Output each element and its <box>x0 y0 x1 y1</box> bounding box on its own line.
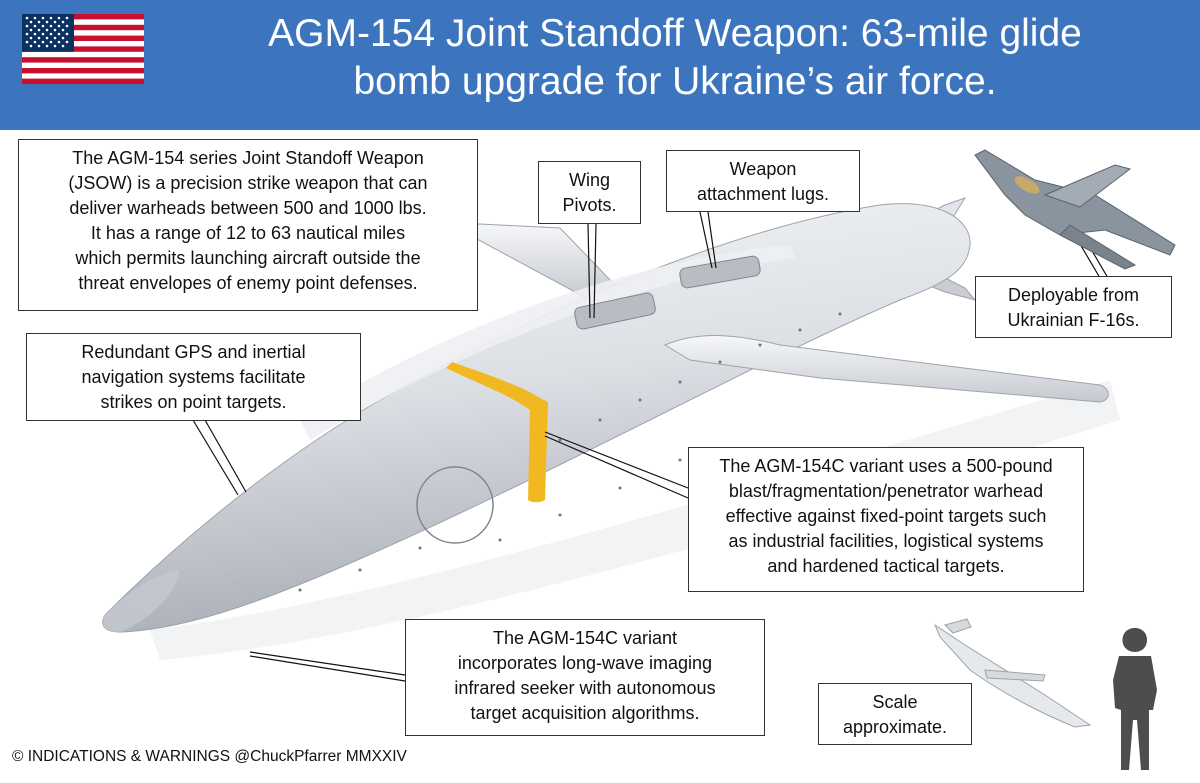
callout-line: It has a range of 12 to 63 nautical mile… <box>90 223 406 243</box>
callout-deployable: Deployable from Ukrainian F-16s. <box>975 276 1172 338</box>
title-line-1: AGM-154 Joint Standoff Weapon: 63-mile g… <box>268 12 1082 55</box>
callout-wing-pivots: Wing Pivots. <box>538 161 641 224</box>
copyright-footer: © INDICATIONS & WARNINGS @ChuckPfarrer M… <box>12 748 407 765</box>
callout-line: (JSOW) is a precision strike weapon that… <box>68 173 428 193</box>
callout-line: attachment lugs. <box>696 184 830 204</box>
callout-line: target acquisition algorithms. <box>470 703 700 723</box>
callout-line: Redundant GPS and inertial <box>81 342 306 362</box>
us-flag-icon <box>22 14 144 84</box>
page-title: AGM-154 Joint Standoff Weapon: 63-mile g… <box>160 10 1190 106</box>
callout-line: deliver warheads between 500 and 1000 lb… <box>69 198 427 218</box>
callout-line: Weapon <box>729 159 797 179</box>
callout-line: approximate. <box>842 717 948 737</box>
title-banner: AGM-154 Joint Standoff Weapon: 63-mile g… <box>0 0 1200 130</box>
title-line-2: bomb upgrade for Ukraine’s air force. <box>353 60 997 103</box>
callout-line: Wing <box>568 170 610 190</box>
yellow-band <box>446 362 548 503</box>
callout-line: The AGM-154C variant <box>492 628 678 648</box>
callout-line: Pivots. <box>562 195 617 215</box>
callout-line: and hardened tactical targets. <box>767 556 1005 576</box>
callout-line: navigation systems facilitate <box>81 367 306 387</box>
callout-line: effective against fixed-point targets su… <box>725 506 1047 526</box>
callout-line: The AGM-154 series Joint Standoff Weapon <box>72 148 424 168</box>
callout-line: Ukrainian F-16s. <box>1007 310 1140 330</box>
callout-line: Scale <box>872 692 918 712</box>
callout-seeker: The AGM-154C variant incorporates long-w… <box>405 619 765 736</box>
f16-jet-icon <box>974 149 1176 270</box>
callout-line: infrared seeker with autonomous <box>454 678 716 698</box>
callout-line: threat envelopes of enemy point defenses… <box>78 273 418 293</box>
callout-line: as industrial facilities, logistical sys… <box>728 531 1044 551</box>
callout-navigation: Redundant GPS and inertial navigation sy… <box>26 333 361 421</box>
callout-line: Deployable from <box>1007 285 1140 305</box>
soldier-silhouette-icon <box>1113 628 1157 770</box>
scale-bomb-icon <box>933 618 1092 728</box>
callout-scale: Scale approximate. <box>818 683 972 745</box>
callout-line: strikes on point targets. <box>100 392 287 412</box>
callout-line: The AGM-154C variant uses a 500-pound <box>719 456 1053 476</box>
callout-intro: The AGM-154 series Joint Standoff Weapon… <box>18 139 478 311</box>
callout-line: incorporates long-wave imaging <box>457 653 713 673</box>
callout-attachment-lugs: Weapon attachment lugs. <box>666 150 860 212</box>
callout-line: which permits launching aircraft outside… <box>75 248 421 268</box>
seeker-window <box>416 466 494 544</box>
callout-line: blast/fragmentation/penetrator warhead <box>728 481 1044 501</box>
callout-warhead: The AGM-154C variant uses a 500-pound bl… <box>688 447 1084 592</box>
lower-wing <box>663 335 1109 403</box>
